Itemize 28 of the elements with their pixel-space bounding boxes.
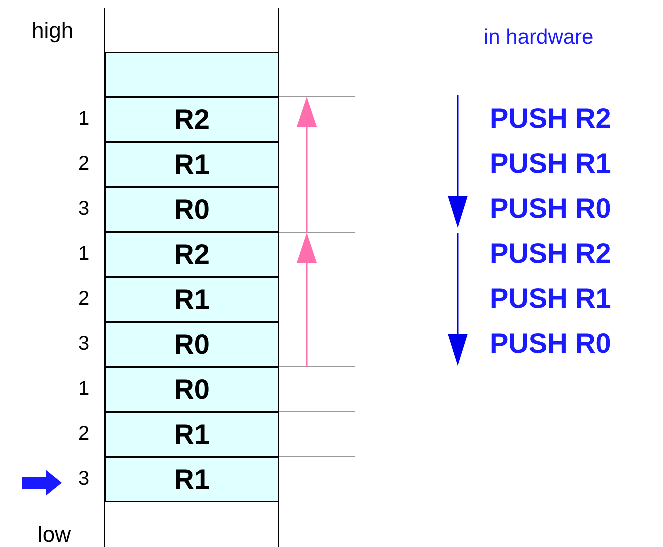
stack-cell: R1 [105, 457, 279, 502]
row-number: 1 [77, 243, 91, 266]
axis-label: high [32, 18, 74, 44]
stack-cell: R0 [105, 322, 279, 367]
instruction-text: PUSH R1 [490, 283, 612, 315]
heading-text: in hardware [484, 26, 594, 50]
stack-cell: R2 [105, 232, 279, 277]
row-number: 3 [77, 198, 91, 221]
stack-cell: R2 [105, 97, 279, 142]
row-number: 3 [77, 468, 91, 491]
row-number: 1 [77, 378, 91, 401]
axis-label: low [38, 522, 72, 547]
empty-stack-cell [105, 52, 279, 97]
row-number: 2 [77, 288, 91, 311]
instruction-text: PUSH R2 [490, 238, 612, 270]
instruction-text: PUSH R1 [490, 148, 612, 180]
instruction-text: PUSH R2 [490, 103, 612, 135]
instruction-text: PUSH R0 [490, 193, 612, 225]
stack-cell: R1 [105, 142, 279, 187]
row-number: 3 [77, 333, 91, 356]
row-number: 1 [77, 108, 91, 131]
stack-cell: R0 [105, 187, 279, 232]
row-number: 2 [77, 153, 91, 176]
instruction-text: PUSH R0 [490, 328, 612, 360]
stack-cell: R1 [105, 412, 279, 457]
stack-cell: R1 [105, 277, 279, 322]
row-number: 2 [77, 423, 91, 446]
stack-cell: R0 [105, 367, 279, 412]
